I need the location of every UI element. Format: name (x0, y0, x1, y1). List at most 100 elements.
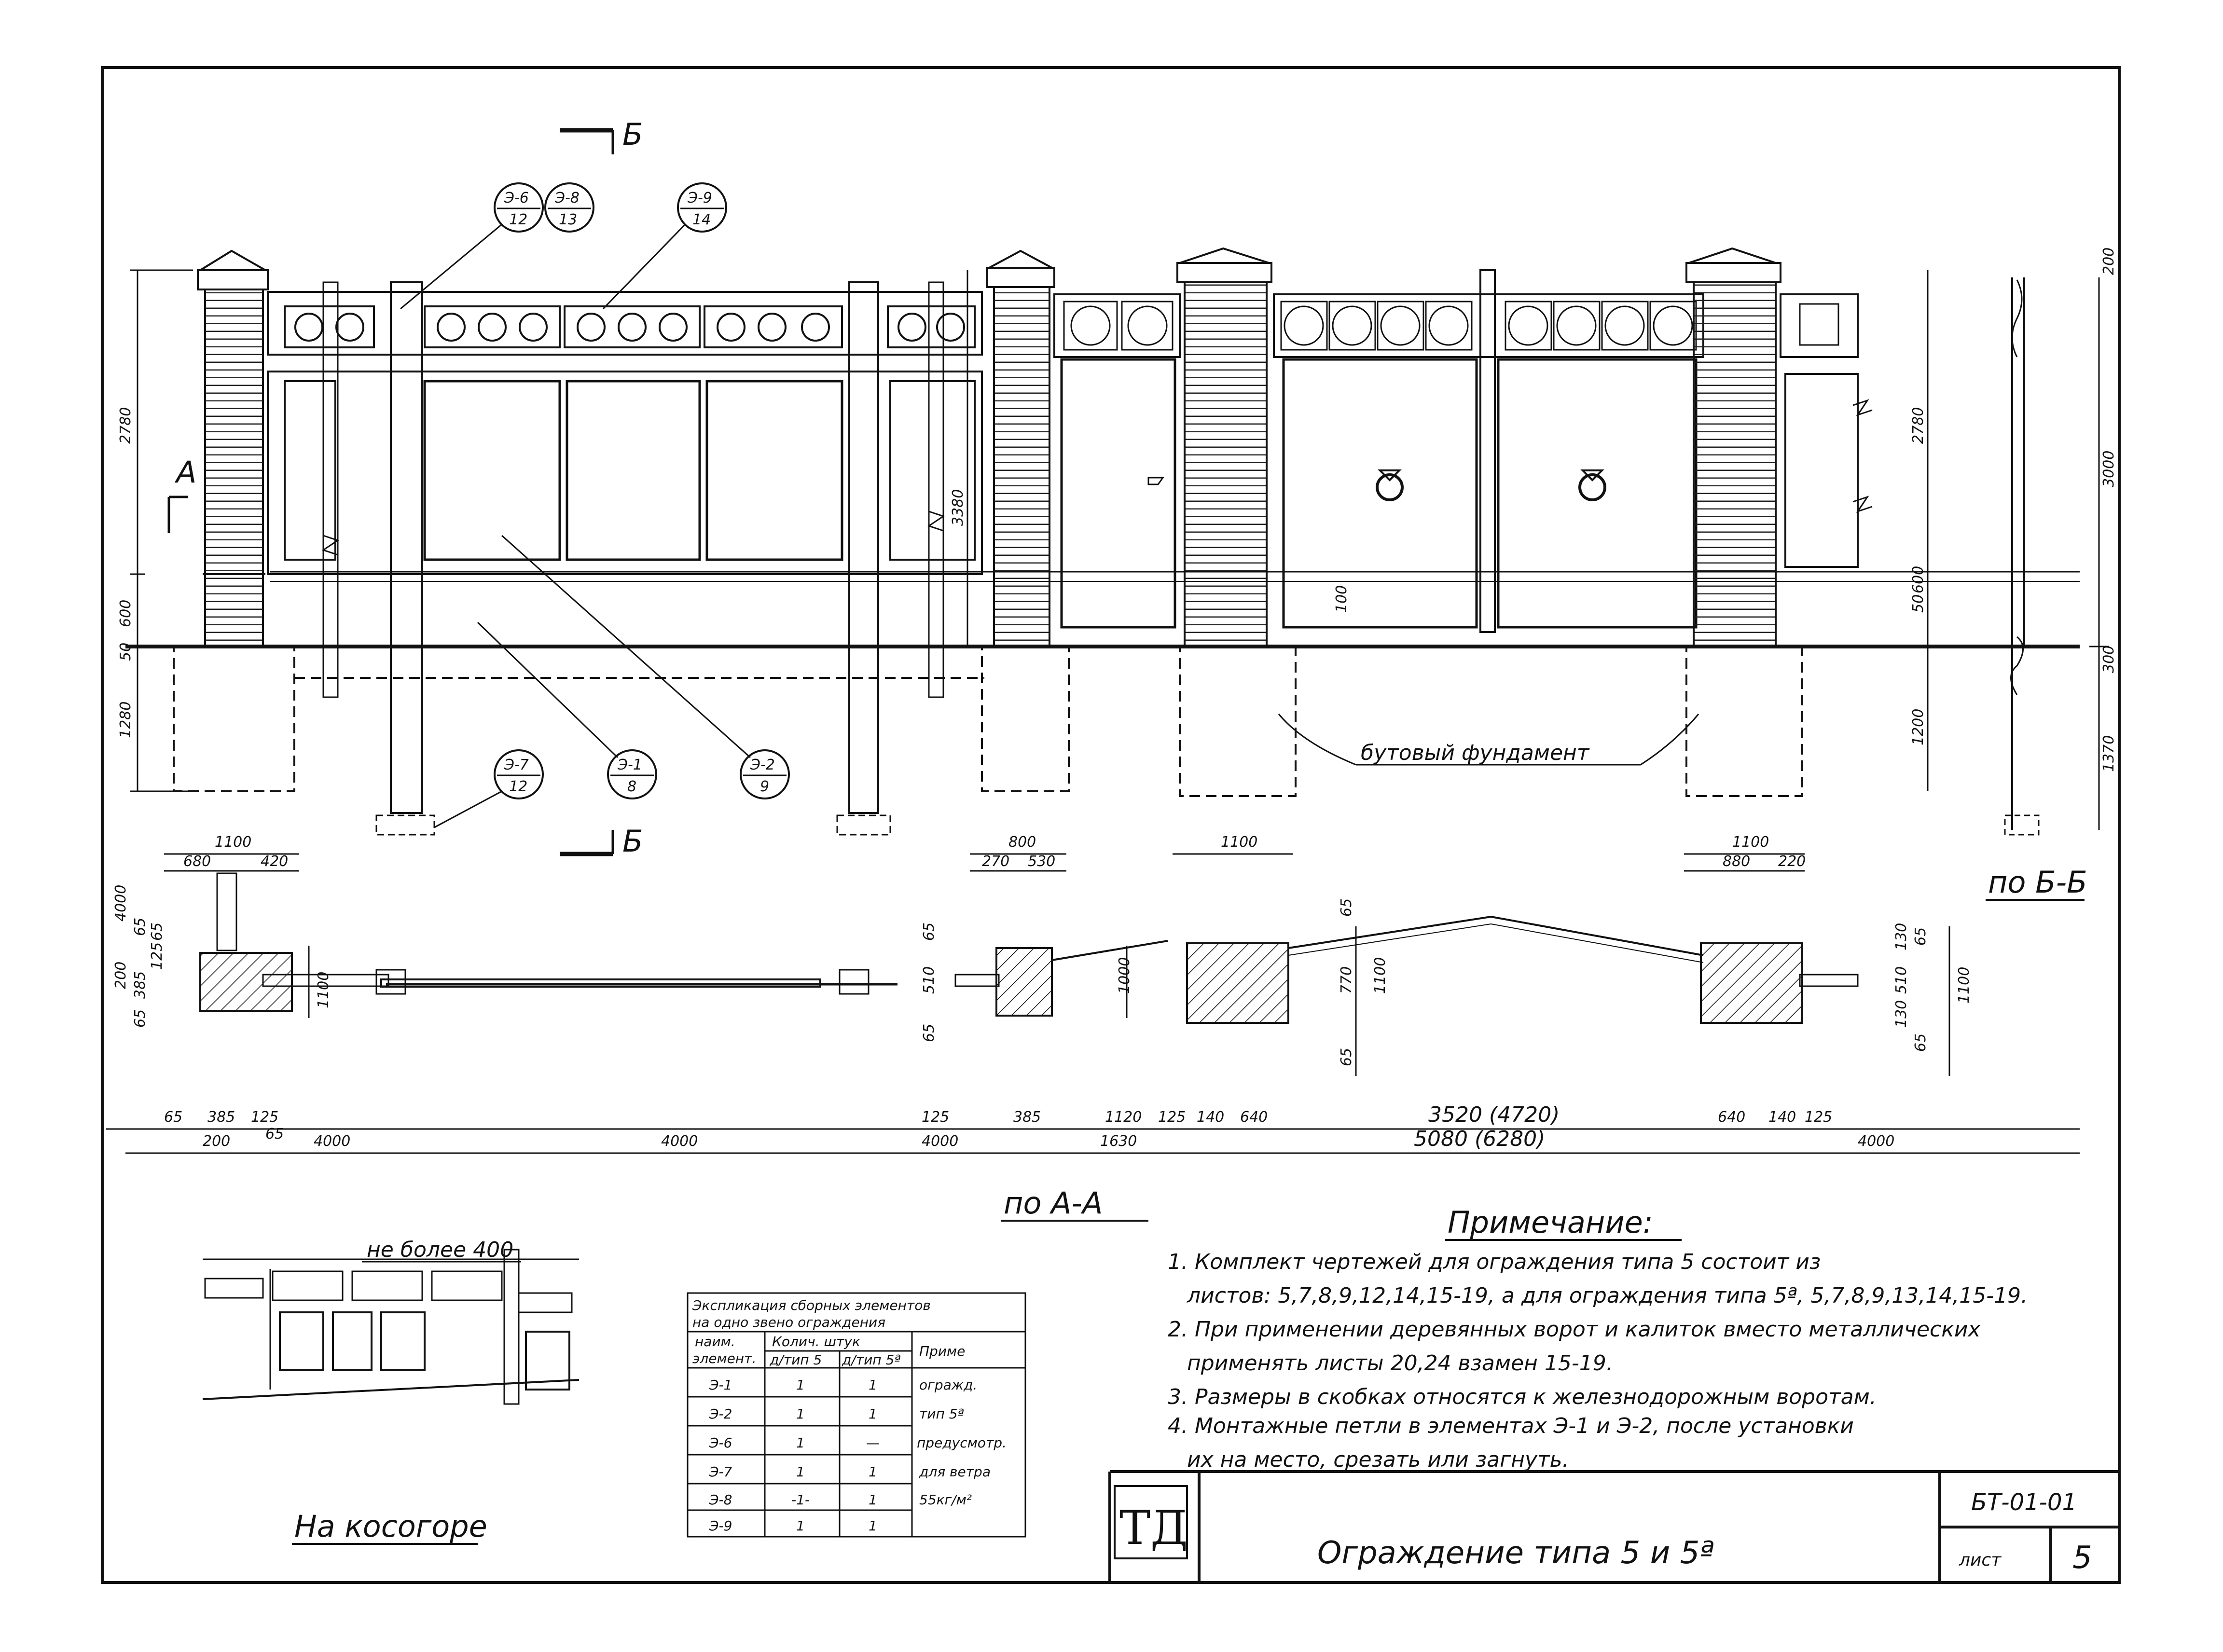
dim-right-300: 300 (2100, 646, 2117, 673)
callout-e1-top: Э-1 (617, 757, 642, 773)
dim-pb2-4000d: 4000 (1858, 1133, 1894, 1150)
fence-panel-left (267, 281, 983, 836)
dim-pb-125b: 125 (922, 1109, 949, 1126)
dim-pv-65b: 65 (132, 1009, 149, 1028)
table-row-5-t5a: 1 (869, 1492, 877, 1508)
table-row-3-name: Э-6 (709, 1435, 732, 1451)
note-line-4: применять листы 20,24 взамен 15-19. (1187, 1351, 1613, 1376)
table-row-5-name: Э-8 (709, 1492, 732, 1508)
table-h-name1: наим. (695, 1334, 735, 1349)
elevation-view (125, 247, 2080, 836)
foundation-label: бутовый фундамент (1361, 741, 1590, 765)
note-line-1: 1. Комплект чертежей для ограждения типа… (1168, 1250, 1821, 1274)
dim-pt-420: 420 (261, 853, 288, 870)
callout-e2: Э-2 9 (501, 535, 790, 799)
elevation-dim-text: 2780 600 50 1280 3380 100 200 2780 3000 … (117, 248, 2117, 772)
table-row-6-t5: 1 (796, 1518, 805, 1534)
dim-pb-385b: 385 (1013, 1109, 1041, 1126)
section-mark-left: А (167, 454, 196, 533)
dim-right-50: 50 (1910, 594, 1927, 613)
dim-left-50: 50 (117, 643, 134, 661)
dim-pb-640a: 640 (1240, 1109, 1268, 1126)
table-row-4-note: для ветра (919, 1464, 991, 1480)
title-block (1108, 1470, 2119, 1583)
table-row-1-t5: 1 (796, 1377, 805, 1393)
table-row-2-name: Э-2 (709, 1406, 732, 1422)
callout-e9-bottom: 14 (692, 211, 711, 228)
dim-pv-65a: 65 (132, 918, 149, 936)
dim-pv-r130a: 130 (1893, 923, 1910, 950)
callout-e2-bottom: 9 (760, 778, 769, 795)
table-row-2-t5: 1 (796, 1406, 805, 1422)
notes-title: Примечание: (1448, 1205, 1653, 1240)
table-row-1-note: огражд. (919, 1377, 977, 1393)
dim-left-600: 600 (117, 600, 134, 627)
callout-e1-bottom: 8 (627, 778, 636, 795)
dim-pt-800: 800 (1008, 834, 1036, 851)
note-line-2: листов: 5,7,8,9,12,14,15-19, а для ограж… (1187, 1283, 2028, 1308)
callout-e8: Э-8 13 (544, 182, 594, 233)
note-line-3: 2. При применении деревянных ворот и кал… (1168, 1317, 1981, 1342)
dim-right-600: 600 (1910, 566, 1927, 593)
table-h-note: Приме (919, 1343, 965, 1359)
callout-e8-top: Э-8 (554, 190, 580, 206)
dim-pv-385: 385 (132, 971, 149, 999)
section-mark-bottom: Б (560, 824, 643, 859)
slope-label: На косогоре (294, 1509, 487, 1544)
table-row-6-t5a: 1 (869, 1518, 877, 1534)
callout-e6: Э-6 12 (400, 182, 544, 310)
dim-pt-880: 880 (1723, 853, 1750, 870)
dim-pv-c1100: 1100 (1372, 957, 1389, 994)
dim-pb-385a: 385 (207, 1109, 235, 1126)
table-row-5-t5: -1- (791, 1492, 810, 1508)
table-row-4-name: Э-7 (709, 1464, 732, 1480)
fence-panel-right (1780, 293, 1873, 568)
section-mark-top: Б (560, 117, 643, 154)
dim-pv-125: 125 (149, 942, 166, 970)
dim-right-1370: 1370 (2100, 735, 2117, 772)
callout-e7-top: Э-7 (504, 757, 529, 773)
table-row-3-note: предусмотр. (917, 1435, 1007, 1451)
dim-pb-125d: 125 (1805, 1109, 1832, 1126)
callout-e2-top: Э-2 (750, 757, 775, 773)
plan-view (106, 872, 2080, 1130)
table-row-3-t5a: — (866, 1435, 880, 1451)
dim-pb-140a: 140 (1197, 1109, 1224, 1126)
section-mark-bottom-label: Б (622, 824, 643, 859)
dim-pt-1100b: 1100 (1221, 834, 1257, 851)
section-label-bb: по Б-Б (1988, 865, 2087, 900)
pillar-gate-2 (1176, 247, 1272, 647)
dim-pt-270: 270 (982, 853, 1009, 870)
dim-pv-m1000: 1000 (1116, 957, 1133, 994)
dim-pb-1120: 1120 (1105, 1109, 1142, 1126)
dim-pb2-4000c: 4000 (922, 1133, 958, 1150)
title-code: БТ-01-01 (1971, 1489, 2077, 1516)
slope-note: не более 400 (367, 1238, 513, 1262)
dim-pv-c65a: 65 (1338, 898, 1355, 917)
dim-pb2-1630: 1630 (1100, 1133, 1137, 1150)
plan-dimensions (125, 853, 2080, 1154)
dim-pb-3520: 3520 (4720) (1428, 1102, 1560, 1127)
dim-pv-r130b: 130 (1893, 1000, 1910, 1028)
dim-pb2-200: 200 (203, 1133, 230, 1150)
table-h-name2: элемент. (692, 1350, 756, 1366)
dim-pv-m65b: 65 (921, 1024, 938, 1042)
pillar-gate-1 (986, 249, 1055, 647)
dim-right-1200: 1200 (1910, 709, 1927, 745)
table-row-6-name: Э-9 (709, 1518, 732, 1534)
dim-pv-m65a: 65 (921, 922, 938, 941)
dim-left-1280: 1280 (117, 702, 134, 738)
table-title-1: Экспликация сборных элементов (692, 1297, 931, 1313)
elements-table (687, 1292, 1026, 1538)
notes-block: Примечание: 1. Комплект чертежей для огр… (1168, 1205, 2028, 1472)
dim-pt-680: 680 (183, 853, 211, 870)
callout-e9: Э-9 14 (602, 182, 727, 310)
title-logo: ТД (1119, 1501, 1188, 1555)
table-row-4-t5a: 1 (869, 1464, 877, 1480)
pillar-left (196, 249, 269, 647)
dim-pv-m510: 510 (921, 966, 938, 994)
dim-mid-100: 100 (1333, 585, 1350, 613)
slope-sketch (202, 1249, 580, 1405)
dim-pb-140b: 140 (1768, 1109, 1796, 1126)
